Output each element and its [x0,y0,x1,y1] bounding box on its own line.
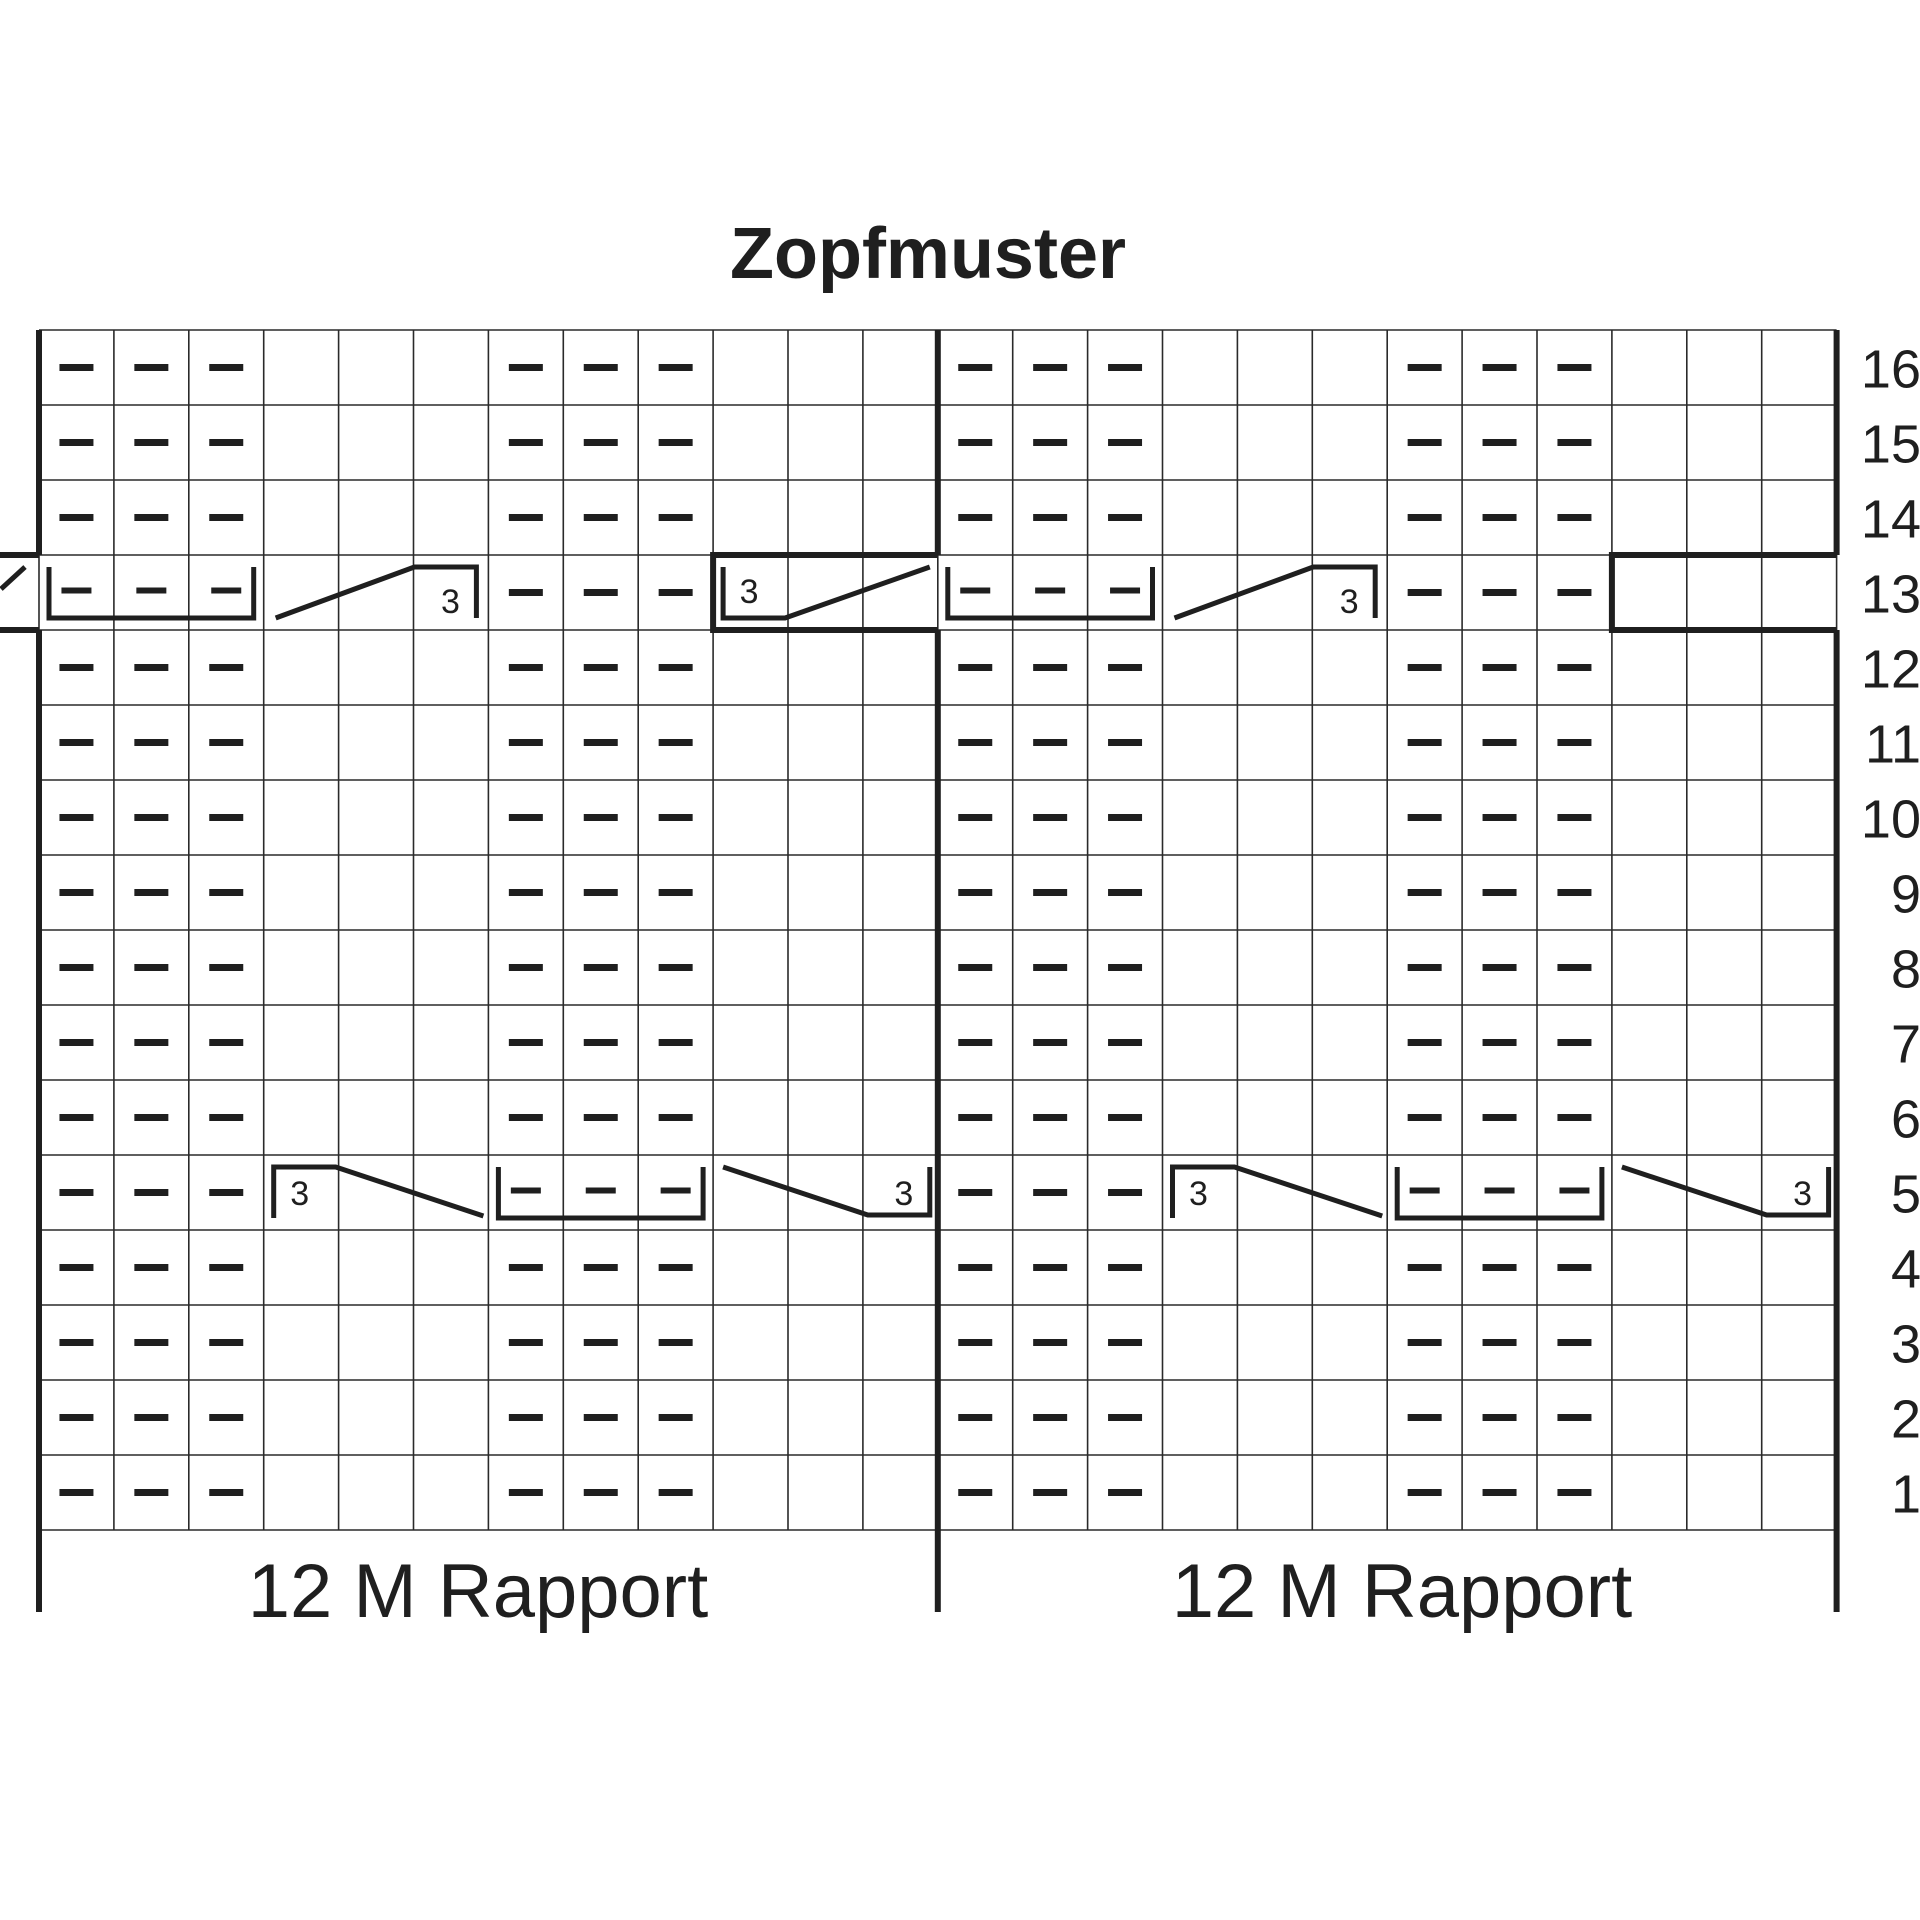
cable-symbols: 3 3 3 3 3 3 3 [0,564,1832,1221]
row-number: 14 [1861,490,1920,550]
cable-left-symbol: 3 [1621,1164,1832,1218]
cable-count-label: 3 [1189,1175,1208,1213]
row-number: 16 [1861,340,1920,400]
cable-line [1621,1164,1832,1218]
repeat-frame [0,330,1840,1612]
cable-line [274,564,479,621]
cable-across-reverse-symbol: 3 [720,564,931,621]
row-number: 8 [1891,940,1920,1000]
row-number: 4 [1891,1240,1920,1300]
repeat-border-step [1608,552,1837,633]
cable-line [722,1164,933,1218]
bracket-line [495,1167,706,1221]
cable-count-label: 3 [441,583,460,621]
cable-count-label: 3 [740,573,759,611]
bracket-line [945,567,1155,621]
cable-across-symbol: 3 [1173,564,1378,621]
bracket-line [1394,1167,1605,1221]
row-number: 15 [1861,415,1920,475]
cable-right-symbol: 3 [1170,1164,1383,1219]
row-number: 11 [1865,715,1920,775]
cable-count-label: 3 [1340,583,1359,621]
purl-group-bracket [495,1167,706,1221]
row-number: 13 [1861,565,1920,625]
stitch-symbols [59,364,1592,1496]
bracket-line [46,567,257,621]
cable-across-symbol: 3 [274,564,479,621]
purl-group-bracket [945,567,1155,621]
purl-group-bracket [46,567,257,621]
repeat-border-step [710,552,938,633]
row-number: 1 [1891,1465,1920,1525]
row-number: 10 [1861,790,1920,850]
cable-count-label: 3 [290,1175,309,1213]
cable-left-symbol: 3 [722,1164,933,1218]
row-number: 9 [1891,865,1920,925]
repeat-label-1: 12 M Rapport [248,1549,708,1634]
row-number: 5 [1891,1165,1920,1225]
cable-line [720,564,931,621]
cable-count-label: 3 [1793,1175,1812,1213]
cable-line [1173,564,1378,621]
cable-count-label: 3 [894,1175,913,1213]
row-number: 6 [1891,1090,1920,1150]
chart-title: Zopfmuster [730,214,1126,294]
cable-line [271,1164,485,1219]
cable-line [1170,1164,1383,1219]
row-number: 2 [1891,1390,1920,1450]
purl-group-bracket [1394,1167,1605,1221]
row-number: 7 [1891,1015,1920,1075]
repeat-labels: 12 M Rapport 12 M Rapport [248,1549,1632,1634]
row-number: 3 [1891,1315,1920,1375]
cable-line-partial [0,565,27,591]
row-number: 12 [1861,640,1920,700]
repeat-label-2: 12 M Rapport [1172,1549,1632,1634]
cable-right-symbol: 3 [271,1164,485,1219]
